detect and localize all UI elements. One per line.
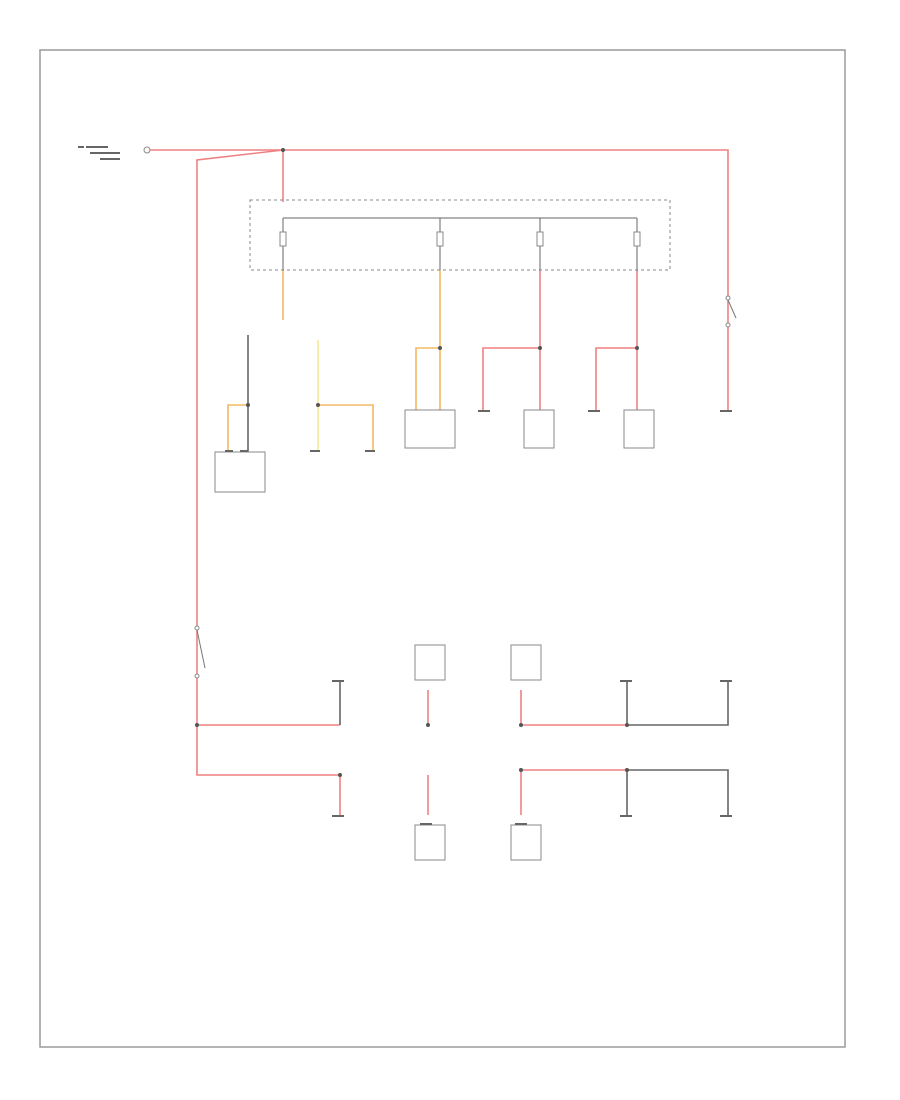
right-branch-switch bbox=[725, 295, 737, 328]
power-source bbox=[78, 146, 151, 160]
connector-pins-lower bbox=[332, 680, 732, 825]
fuse-4 bbox=[633, 218, 641, 270]
splice-points bbox=[195, 148, 639, 777]
fuse-3 bbox=[536, 218, 544, 270]
left-branch-switch bbox=[194, 625, 206, 679]
component-upper-1 bbox=[214, 451, 266, 493]
diagram-frame bbox=[39, 49, 846, 1048]
fuse-block bbox=[249, 199, 671, 271]
component-upper-4 bbox=[623, 409, 655, 449]
ground-wires bbox=[247, 335, 729, 815]
component-lower-2 bbox=[510, 644, 542, 681]
component-upper-2 bbox=[404, 409, 456, 449]
fuse-2 bbox=[436, 218, 444, 270]
connector-pins-upper bbox=[225, 410, 732, 452]
component-lower-4 bbox=[510, 824, 542, 861]
component-lower-1 bbox=[414, 644, 446, 681]
component-lower-3 bbox=[414, 824, 446, 861]
component-upper-3 bbox=[523, 409, 555, 449]
fuse-1 bbox=[279, 218, 287, 270]
orange-wires bbox=[227, 270, 441, 452]
